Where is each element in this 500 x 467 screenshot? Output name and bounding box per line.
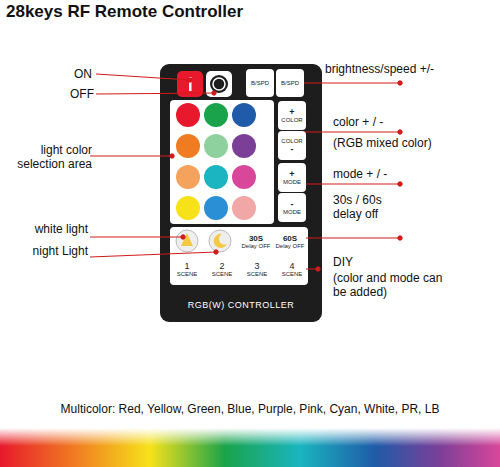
key-label: 30S	[249, 234, 263, 243]
night-light-key	[209, 230, 231, 252]
remote-key: 1SCENE	[175, 258, 199, 282]
callout-label: DIY	[333, 255, 393, 269]
key-label: -	[291, 200, 294, 209]
remote-key: 2SCENE	[210, 258, 234, 282]
key-label: 2	[219, 262, 224, 271]
key-label: +	[289, 108, 294, 117]
callout-label: 30s / 60s delay off	[333, 193, 403, 221]
callout-label: brightness/speed +/-	[325, 62, 495, 76]
callout-label: white light	[6, 222, 88, 236]
moon-icon	[214, 234, 227, 248]
key-label: -	[291, 145, 294, 154]
remote-key: B/SPD	[246, 69, 274, 97]
key-label: COLOR	[281, 138, 302, 145]
callout-label: OFF	[70, 87, 96, 101]
key-label: MODE	[283, 209, 301, 216]
remote-key: +MODE	[278, 163, 306, 192]
remote-key: 60SDelay OFF	[274, 229, 306, 254]
band-fade	[0, 428, 500, 446]
key-label: 3	[254, 262, 259, 271]
key-label: 1	[184, 262, 189, 271]
color-keys	[176, 103, 256, 220]
remote-key: -MODE	[278, 193, 306, 222]
bottom-panel	[170, 227, 308, 285]
key-label: SCENE	[177, 271, 198, 278]
callout-label: (RGB mixed color)	[333, 136, 473, 150]
remote-key: COLOR-	[278, 131, 306, 160]
remote-key: B/SPD	[276, 69, 304, 97]
off-icon	[210, 75, 228, 93]
key-label: 60S	[283, 234, 297, 243]
key-label: +	[289, 170, 294, 179]
diagram-title: 28keys RF Remote Controller	[6, 2, 243, 22]
callout-label: ON	[74, 67, 96, 81]
rainbow-band	[0, 428, 500, 467]
white-light-key	[176, 230, 198, 252]
remote-key: 3SCENE	[245, 258, 269, 282]
remote-key: 4SCENE	[280, 258, 304, 282]
key-label: SCENE	[212, 271, 233, 278]
key-label: B/SPD	[281, 80, 299, 87]
key-label: Delay OFF	[275, 243, 304, 250]
callout-label: light color selection area	[6, 143, 92, 171]
key-label: Delay OFF	[241, 243, 270, 250]
key-label: 4	[289, 262, 294, 271]
remote-key: 30SDelay OFF	[240, 229, 272, 254]
model-label: RGB(W) CONTROLLER	[188, 300, 295, 310]
key-label: COLOR	[281, 117, 302, 124]
key-label: MODE	[283, 179, 301, 186]
key-label: SCENE	[282, 271, 303, 278]
remote-key: +COLOR	[278, 101, 306, 130]
color-list-note: Multicolor: Red, Yellow, Green, Blue, Pu…	[10, 402, 490, 416]
lamp-icon	[181, 233, 193, 246]
callout-label: (color and mode can be added)	[333, 271, 443, 299]
off-ring	[213, 78, 225, 90]
callout-label: mode + / -	[333, 167, 453, 181]
remote-body	[160, 64, 322, 322]
key-label: B/SPD	[251, 80, 269, 87]
color-panel	[170, 100, 274, 224]
callout-label: color + / -	[333, 115, 453, 129]
remote-housing: RGB(W) CONTROLLERB/SPDB/SPD+COLORCOLOR-+…	[160, 64, 322, 322]
key-label: SCENE	[247, 271, 268, 278]
callout-label: night Light	[6, 244, 88, 258]
